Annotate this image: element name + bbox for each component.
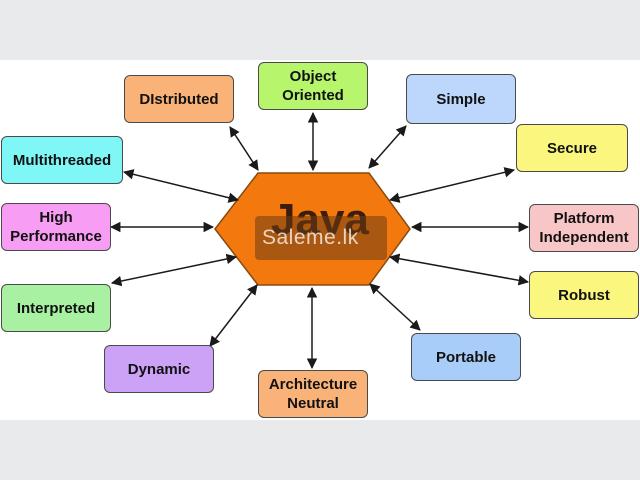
node-portable: Portable	[411, 333, 521, 381]
node-architecture-neutral-label: Architecture Neutral	[268, 376, 358, 412]
node-multithreaded-label: Multithreaded	[12, 151, 112, 169]
arrow-portable	[369, 283, 421, 331]
node-dynamic: Dynamic	[104, 345, 214, 393]
node-object-oriented-label: Object Oriented	[282, 68, 344, 104]
watermark-box	[255, 216, 387, 260]
node-portable-label: Portable	[435, 348, 496, 366]
arrow-simple	[368, 125, 407, 169]
watermark-text: Saleme.lk	[262, 226, 359, 249]
node-dynamic-label: Dynamic	[127, 360, 191, 378]
node-interpreted: Interpreted	[1, 284, 111, 332]
arrow-distributed	[229, 126, 259, 171]
arrow-dynamic	[209, 284, 258, 347]
node-high-performance: High Performance	[1, 203, 111, 251]
node-secure-label: Secure	[546, 139, 598, 157]
arrow-interpreted	[110, 253, 238, 287]
node-architecture-neutral: Architecture Neutral	[258, 370, 368, 418]
node-platform-independent: Platform Independent	[529, 204, 639, 252]
node-high-performance-label: High Performance	[10, 209, 102, 245]
arrow-robust	[388, 253, 530, 286]
node-platform-independent-label: Platform Independent	[539, 210, 629, 246]
node-simple: Simple	[406, 74, 516, 124]
node-object-oriented: Object Oriented	[258, 62, 368, 110]
node-simple-label: Simple	[436, 90, 486, 108]
node-robust-label: Robust	[558, 286, 610, 304]
node-multithreaded: Multithreaded	[1, 136, 123, 184]
node-robust: Robust	[529, 271, 639, 319]
node-interpreted-label: Interpreted	[16, 299, 96, 317]
arrow-secure	[388, 167, 516, 203]
arrow-multithreaded	[122, 169, 240, 203]
node-secure: Secure	[516, 124, 628, 172]
node-distributed: DIstributed	[124, 75, 234, 123]
node-distributed-label: DIstributed	[139, 90, 219, 108]
